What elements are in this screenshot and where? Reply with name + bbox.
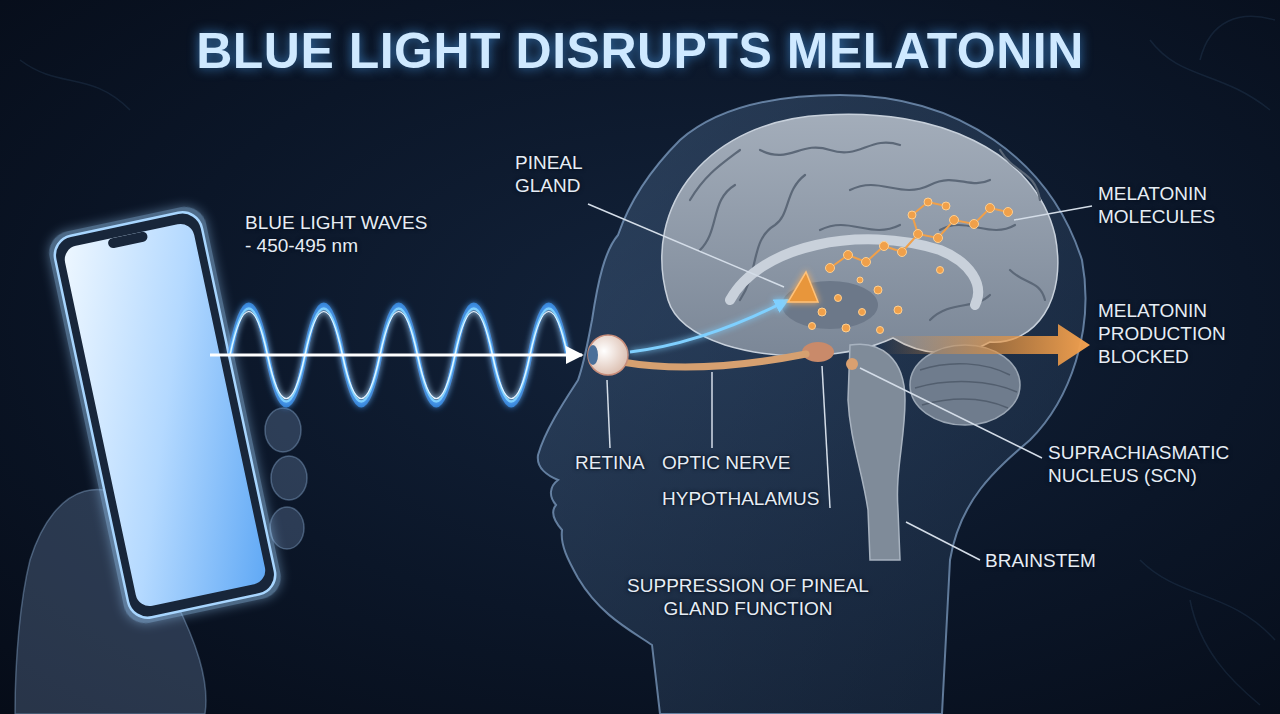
molecule-atom (914, 230, 923, 239)
optic-nerve (622, 354, 806, 367)
cerebellum-folds (915, 364, 1017, 408)
effect-label: MELATONIN PRODUCTION BLOCKED (1098, 300, 1263, 368)
neuron-fiber (1140, 560, 1275, 705)
cerebellum-fold (920, 364, 1010, 375)
molecule-label: MELATONIN MOLECULES (1098, 183, 1263, 229)
structure-label: BRAINSTEM (985, 550, 1125, 573)
molecule-dot (894, 306, 902, 314)
eyeball (588, 335, 628, 375)
molecule-dot (859, 309, 866, 316)
leader-line (860, 368, 1042, 458)
sulcus (1000, 150, 1040, 200)
molecule-dot (877, 327, 884, 334)
smartphone (45, 203, 285, 628)
blocked-arrow (880, 324, 1090, 366)
molecule-atom (898, 248, 907, 257)
phone-notch (107, 231, 148, 249)
molecule-dot (874, 286, 882, 294)
molecule-chain (830, 208, 1008, 268)
leader-line (711, 372, 713, 448)
molecule-dot (835, 295, 842, 302)
light-path-arrow (630, 300, 788, 352)
cerebellum (910, 345, 1020, 425)
melatonin-molecules (809, 198, 1013, 334)
pineal-gland (788, 272, 818, 302)
leader-lines (588, 204, 1092, 560)
molecule-dot (857, 277, 863, 283)
wavelength-label: BLUE LIGHT WAVES - 450-495 nm (245, 212, 435, 258)
neuron-fiber (20, 60, 130, 110)
sulcus (760, 143, 900, 155)
molecule-atom (1004, 208, 1013, 217)
molecule-dot (937, 267, 944, 274)
leader-line (822, 366, 830, 508)
molecule-atom (862, 258, 871, 267)
cerebellum-fold (922, 399, 1008, 408)
brain (662, 114, 1058, 355)
molecule-atom (826, 264, 835, 273)
leader-line (1014, 206, 1092, 220)
molecule-atom (880, 242, 889, 251)
finger (265, 408, 301, 452)
sulcus (850, 180, 990, 190)
molecule-dot (842, 324, 850, 332)
light-arrow (210, 354, 582, 357)
molecule-atom (908, 211, 916, 219)
cerebellum-fold (915, 382, 1017, 392)
scn-structure (846, 358, 858, 370)
phone-screen (62, 221, 268, 608)
finger (270, 507, 304, 549)
molecule-atom (970, 220, 979, 229)
molecule-atom (924, 198, 932, 206)
effect-label: SUPPRESSION OF PINEAL GLAND FUNCTION (613, 575, 883, 621)
sulcus (700, 185, 735, 250)
molecule-dot (809, 323, 816, 330)
structure-label: RETINA (575, 452, 655, 475)
molecule-atom (986, 204, 995, 213)
structure-label: PINEAL GLAND (515, 152, 615, 198)
molecule-atom (844, 251, 853, 260)
diagram-title: BLUE LIGHT DISRUPTS MELATONIN (0, 22, 1280, 80)
molecule-atom (942, 202, 950, 210)
structure-label: SUPRACHIASMATIC NUCLEUS (SCN) (1048, 442, 1268, 488)
structure-label: HYPOTHALAMUS (662, 488, 827, 511)
leader-line (588, 204, 784, 287)
molecule-dot (818, 308, 826, 316)
sulcus (1010, 270, 1045, 300)
neuron-fiber (1150, 16, 1275, 110)
phone-glow (45, 203, 285, 628)
leader-line (607, 380, 610, 448)
sulcus (820, 225, 900, 230)
structure-label: OPTIC NERVE (662, 452, 812, 475)
sulcus (690, 150, 740, 200)
head-silhouette (538, 95, 1086, 714)
finger (271, 456, 307, 500)
leader-line (906, 522, 980, 560)
iris (588, 345, 598, 365)
molecule-atom (934, 234, 943, 243)
phone-body (51, 209, 279, 622)
molecule-atom (950, 216, 959, 225)
